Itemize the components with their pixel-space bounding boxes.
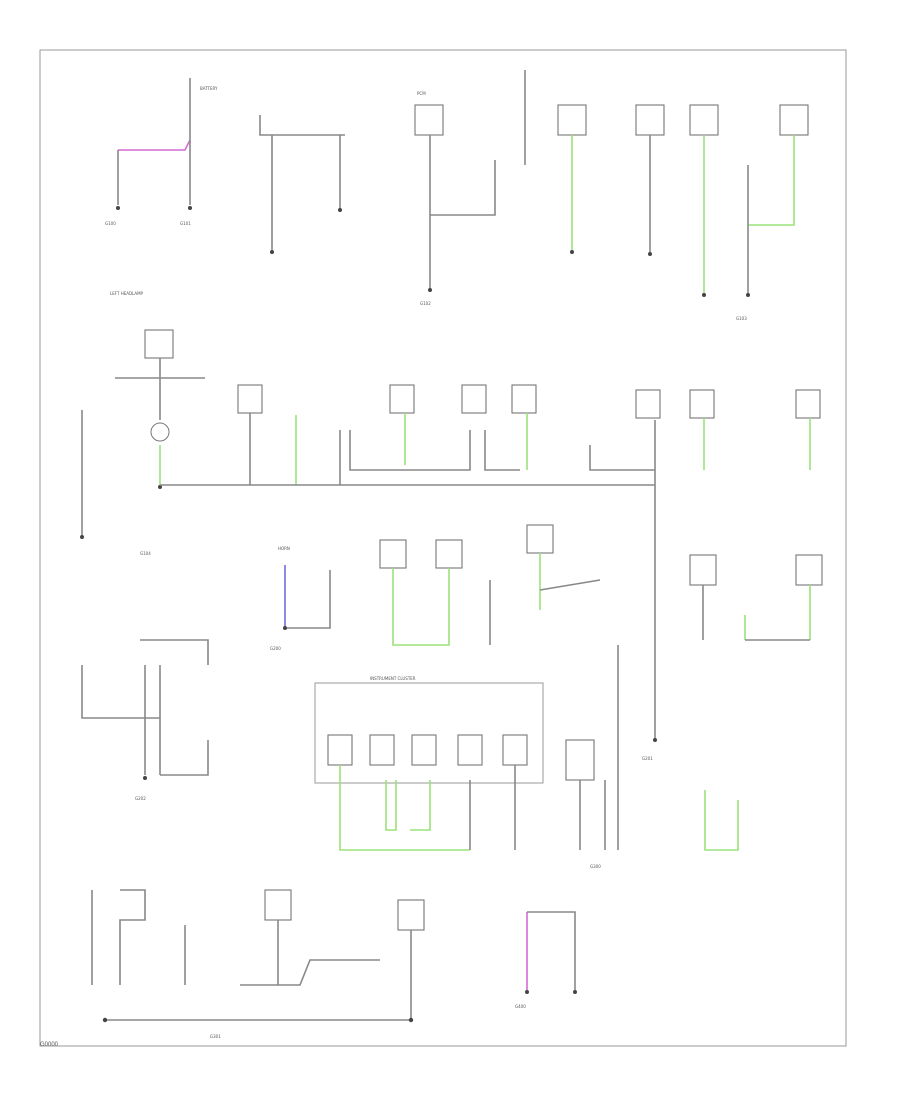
second-row-bus (339, 430, 520, 485)
module-box (795, 389, 821, 419)
module-box (565, 739, 595, 781)
g103-label: G103 (736, 316, 747, 321)
ground-node (570, 250, 574, 254)
pcm-label: PCM (417, 91, 426, 96)
module-green-wire (744, 585, 811, 640)
module-box (379, 539, 407, 569)
relay-bracket (259, 115, 345, 136)
left-middle-block: G202 (81, 639, 209, 801)
module-box (557, 104, 587, 136)
headlamp-junction: LEFT HEADLAMP G104 (80, 291, 205, 556)
left-block-frame (81, 639, 209, 719)
right-modules: G201 (589, 389, 821, 761)
g201-label: G201 (642, 756, 653, 761)
g102-label: G102 (420, 301, 431, 306)
module-wire (539, 579, 619, 850)
module-box (502, 734, 528, 766)
ground-node (283, 626, 287, 630)
module-box (397, 899, 425, 931)
module-box (411, 734, 437, 766)
diagram-border (39, 49, 847, 1047)
ground-node (408, 1017, 414, 1023)
module-box (779, 104, 809, 136)
ground-node (143, 776, 147, 780)
left-headlamp-label: LEFT HEADLAMP (110, 291, 144, 296)
ground-node (116, 206, 120, 210)
g101-label: G101 (180, 221, 191, 226)
module-box (389, 384, 415, 414)
module-box (795, 554, 823, 586)
module-box (461, 384, 487, 414)
battery-block: BATTERY G100 G101 (105, 78, 218, 226)
module-green-wire (392, 568, 450, 646)
module-box (689, 389, 715, 419)
right-bus (589, 445, 655, 471)
top-right-modules: G103 (557, 104, 809, 321)
ground-node (102, 1017, 108, 1023)
pcm-box (414, 104, 444, 136)
battery-label: BATTERY (200, 86, 218, 91)
instrument-cluster-label: INSTRUMENT CLUSTER (370, 676, 416, 681)
module-box (369, 734, 395, 766)
module-wire (579, 780, 606, 850)
relay-block (259, 115, 345, 254)
ground-node (525, 990, 529, 994)
ground-node (338, 208, 342, 212)
module-box (237, 384, 263, 414)
module-box (511, 384, 537, 414)
module-box (635, 389, 661, 419)
module-group-frame (314, 682, 544, 784)
g202-label: G202 (135, 796, 146, 801)
g200-label: G200 (270, 646, 281, 651)
splice-circle (150, 422, 170, 442)
module-box (689, 104, 719, 136)
horn-wire (285, 570, 331, 629)
group-green-wire (339, 765, 470, 851)
pcm-branch (430, 160, 496, 216)
left-block-drop (144, 665, 209, 776)
module-box (264, 889, 292, 921)
right-lower-modules (689, 554, 823, 851)
diagram-footer: G0000 (40, 1042, 59, 1048)
module-box (526, 524, 554, 554)
pcm-block: PCM G102 (414, 70, 526, 306)
g300-label: G300 (590, 864, 601, 869)
module-green-wire (748, 135, 795, 226)
g400-label: G400 (515, 1004, 526, 1009)
ground-node (653, 738, 657, 742)
ground-node (746, 293, 750, 297)
bottom-row: G301 G400 (91, 889, 577, 1039)
g100-label: G100 (105, 221, 116, 226)
module-box (327, 734, 353, 766)
g104-label: G104 (140, 551, 151, 556)
group-wire (469, 765, 516, 850)
battery-pink-wire (118, 139, 191, 151)
ground-node (428, 288, 432, 292)
ground-node (702, 293, 706, 297)
module-box (689, 554, 717, 586)
junction-box (144, 329, 174, 359)
module-box (635, 104, 665, 136)
ground-node (648, 252, 652, 256)
module-box (435, 539, 463, 569)
ground-node (158, 485, 162, 489)
lower-module-group: INSTRUMENT CLUSTER G300 (314, 676, 606, 869)
ground-node (188, 206, 192, 210)
middle-row: HORN G200 (270, 524, 619, 850)
bottom-right-green (704, 790, 739, 851)
ground-node (573, 990, 577, 994)
bottom-left-wire (91, 889, 186, 985)
module-box (457, 734, 483, 766)
horn-label: HORN (278, 546, 290, 551)
second-row-modules (160, 384, 655, 486)
ground-node (270, 250, 274, 254)
pink-branch (527, 911, 576, 990)
g301-label: G301 (210, 1034, 221, 1039)
ground-node (80, 535, 84, 539)
bottom-center-wire (240, 920, 380, 986)
